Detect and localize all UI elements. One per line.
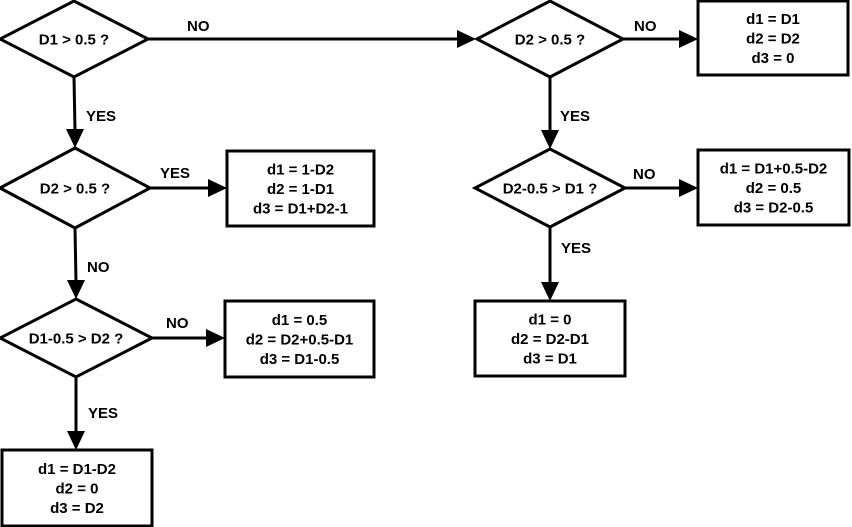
process-line: d1 = 1-D2 xyxy=(267,162,334,179)
edge-label: YES xyxy=(88,405,118,422)
process-line: d2 = 0 xyxy=(56,481,99,498)
edge-label: YES xyxy=(560,108,590,125)
process-d1-dominant: d1 = D1-D2 d2 = 0 d3 = D2 xyxy=(0,448,154,527)
process-box-shape xyxy=(473,299,627,378)
edge-d1gt05-yes: YES xyxy=(66,76,116,148)
process-box-shape xyxy=(696,0,850,77)
process-line: d1 = 0 xyxy=(529,312,572,329)
process-box-shape xyxy=(225,149,376,228)
process-box-shape xyxy=(696,148,851,227)
process-d2-dominant: d1 = 0 d2 = D2-D1 d3 = D1 xyxy=(473,299,627,378)
process-d2-mid: d1 = D1+0.5-D2 d2 = 0.5 d3 = D2-0.5 xyxy=(696,148,851,227)
decision-label: D2 > 0.5 ? xyxy=(515,32,585,49)
decision-d2-gt-05-top: D2 > 0.5 ? xyxy=(473,0,627,79)
connector-line xyxy=(72,76,77,132)
edge-label: NO xyxy=(87,259,110,276)
decision-diamond-shape xyxy=(471,147,629,229)
arrowhead-icon xyxy=(66,129,84,148)
process-line: d2 = 1-D1 xyxy=(267,181,334,198)
arrowhead-icon xyxy=(679,179,698,197)
process-line: d3 = D2-0.5 xyxy=(734,200,814,217)
edge-d1gt05-no: NO xyxy=(148,18,476,48)
decision-label: D1-0.5 > D2 ? xyxy=(29,331,124,348)
edge-label: YES xyxy=(160,165,190,182)
edge-d2gt05left-yes: YES xyxy=(150,165,227,197)
decision-diamond-shape xyxy=(0,146,154,230)
process-d1-mid: d1 = 0.5 d2 = D2+0.5-D1 d3 = D1-0.5 xyxy=(223,299,376,379)
connector-line xyxy=(73,227,78,283)
process-line: d1 = D1 xyxy=(746,11,800,28)
decision-diamond-shape xyxy=(473,0,627,79)
decision-label: D2 > 0.5 ? xyxy=(40,181,110,198)
process-line: d1 = D1-D2 xyxy=(38,461,116,478)
process-line: d2 = 0.5 xyxy=(746,180,801,197)
edge-label: YES xyxy=(86,108,116,125)
edge-d2m05gtd1-no: NO xyxy=(625,166,698,197)
process-line: d2 = D2 xyxy=(746,31,800,48)
edge-label: NO xyxy=(633,166,656,183)
process-line: d3 = D2 xyxy=(50,500,104,517)
edge-d2gt05top-no: NO xyxy=(623,18,698,48)
process-line: d3 = 0 xyxy=(752,50,795,67)
arrowhead-icon xyxy=(67,431,85,450)
process-box-shape xyxy=(223,299,376,379)
process-line: d1 = 0.5 xyxy=(272,312,327,329)
edge-d2gt05left-no: NO xyxy=(67,227,110,299)
edge-d1m05gtd2-no: NO xyxy=(152,315,225,347)
arrowhead-icon xyxy=(457,30,476,48)
process-box-shape xyxy=(0,448,154,527)
arrowhead-icon xyxy=(541,130,559,149)
process-both-high: d1 = 1-D2 d2 = 1-D1 d3 = D1+D2-1 xyxy=(225,149,376,228)
edge-d2m05gtd1-yes: YES xyxy=(541,227,591,301)
decision-label: D1 > 0.5 ? xyxy=(39,32,109,49)
process-no-overlap: d1 = D1 d2 = D2 d3 = 0 xyxy=(696,0,850,77)
decision-diamond-shape xyxy=(0,0,152,79)
arrowhead-icon xyxy=(679,30,698,48)
decision-label: D2-0.5 > D1 ? xyxy=(503,181,598,198)
decision-diamond-shape xyxy=(0,297,156,379)
decision-d1-gt-05: D1 > 0.5 ? xyxy=(0,0,152,79)
edge-label: NO xyxy=(166,315,189,332)
decision-d2-minus05-gt-d1: D2-0.5 > D1 ? xyxy=(471,147,629,229)
process-line: d1 = D1+0.5-D2 xyxy=(720,161,828,178)
decision-d1-minus05-gt-d2: D1-0.5 > D2 ? xyxy=(0,297,156,379)
edge-label: NO xyxy=(634,18,657,35)
process-line: d3 = D1-0.5 xyxy=(260,351,340,368)
arrowhead-icon xyxy=(206,329,225,347)
edge-label: YES xyxy=(561,240,591,257)
process-line: d3 = D1+D2-1 xyxy=(253,201,348,218)
process-line: d2 = D2+0.5-D1 xyxy=(246,332,354,349)
arrowhead-icon xyxy=(541,282,559,301)
edge-d1m05gtd2-yes: YES xyxy=(67,377,118,450)
process-line: d3 = D1 xyxy=(523,351,577,368)
process-line: d2 = D2-D1 xyxy=(511,331,589,348)
decision-d2-gt-05-left: D2 > 0.5 ? xyxy=(0,146,154,230)
edge-label: NO xyxy=(187,18,210,35)
arrowhead-icon xyxy=(67,280,85,299)
edge-d2gt05top-yes: YES xyxy=(541,77,590,149)
arrowhead-icon xyxy=(208,179,227,197)
